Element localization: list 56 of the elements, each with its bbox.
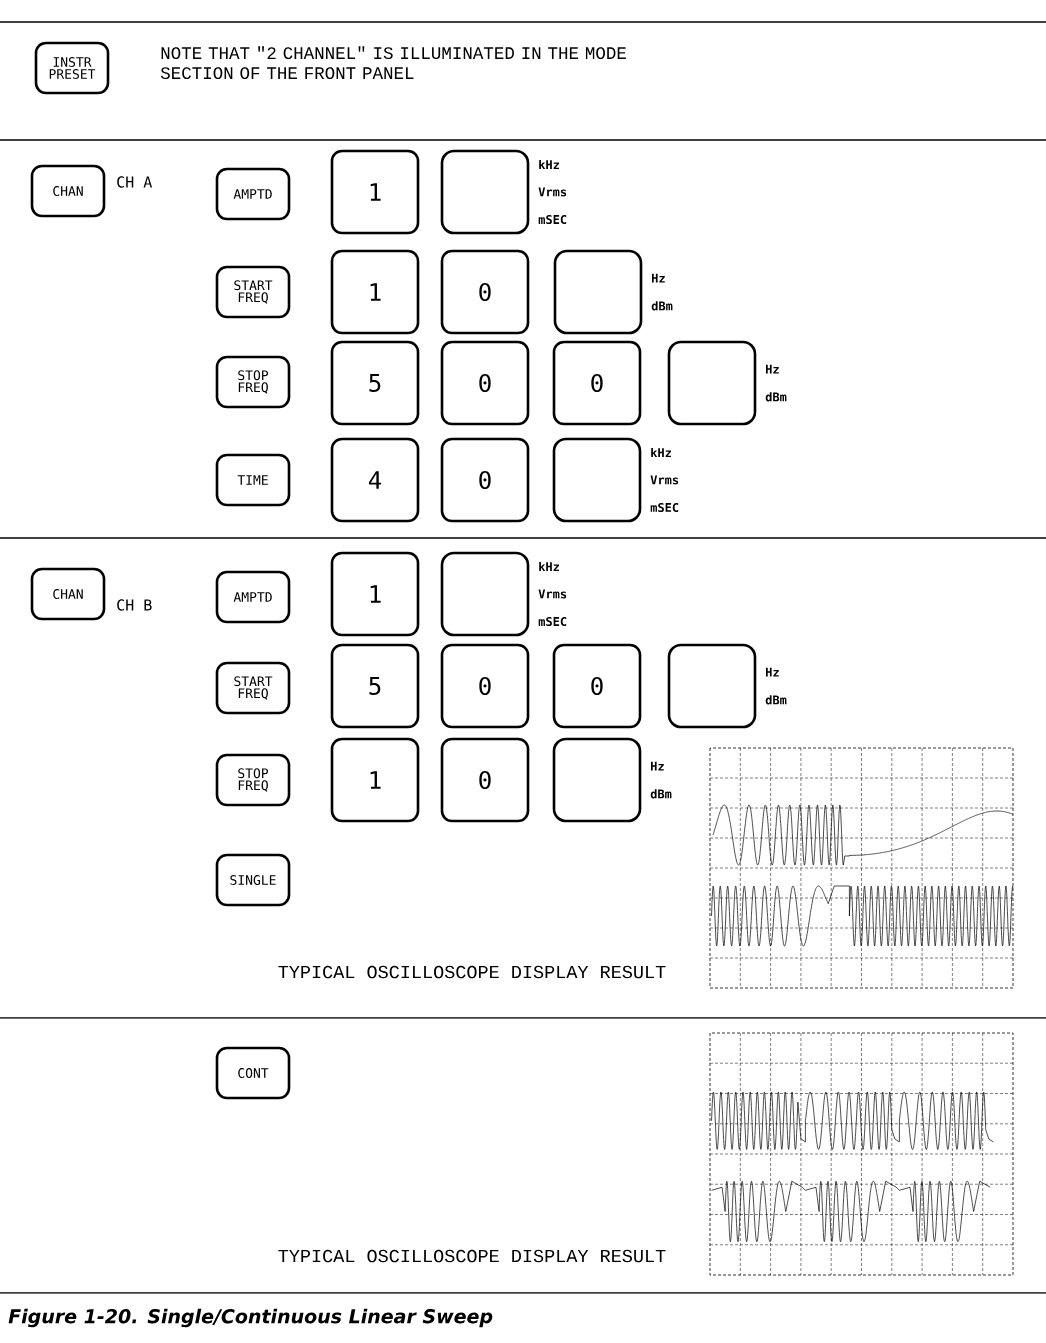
unit-label: Hz — [766, 667, 779, 677]
digit-key: 0 — [440, 737, 530, 823]
function-key: CHAN — [30, 164, 106, 218]
display-caption: TYPICAL OSCILLOSCOPE DISPLAY RESULT — [278, 965, 666, 979]
function-key: INSTR PRESET — [34, 41, 110, 95]
digit-key: 0 — [440, 437, 530, 523]
unit-key — [440, 149, 530, 235]
function-key: AMPTD — [215, 167, 291, 221]
unit-key — [667, 643, 757, 729]
digit-key: 5 — [330, 643, 420, 729]
function-key: TIME — [215, 453, 291, 507]
digit-key: 0 — [552, 340, 642, 426]
function-key: STOP FREQ — [215, 753, 291, 807]
unit-label: mSEC — [650, 502, 679, 513]
unit-key — [667, 340, 757, 426]
unit-key — [553, 249, 643, 335]
unit-label: dBm — [765, 695, 787, 705]
unit-label: dBm — [650, 789, 672, 799]
unit-label: Vrms — [538, 187, 567, 197]
unit-key — [552, 737, 642, 823]
digit-key: 1 — [330, 551, 420, 637]
function-key: START FREQ — [215, 661, 291, 715]
unit-label: mSEC — [538, 214, 567, 225]
digit-key: 5 — [330, 340, 420, 426]
unit-key — [552, 437, 642, 523]
channel-label: CH B — [117, 599, 152, 611]
channel-label: CH A — [117, 176, 153, 188]
unit-label: Vrms — [538, 589, 567, 599]
unit-label: Hz — [651, 761, 664, 771]
unit-label: Hz — [766, 364, 779, 374]
digit-key: 0 — [440, 340, 530, 426]
unit-label: kHz — [539, 561, 559, 572]
digit-key: 0 — [440, 643, 530, 729]
unit-label: mSEC — [538, 616, 567, 627]
function-key: AMPTD — [215, 570, 291, 624]
unit-label: kHz — [651, 447, 671, 458]
unit-key — [440, 551, 530, 637]
function-key: START FREQ — [215, 265, 291, 319]
unit-label: Hz — [652, 273, 665, 283]
function-key: CONT — [215, 1046, 291, 1100]
unit-label: Vrms — [650, 475, 679, 485]
unit-label: kHz — [539, 159, 559, 170]
figure-caption: Figure 1-20. Single/Continuous Linear Sweep — [8, 1308, 493, 1328]
function-key: CHAN — [30, 567, 106, 621]
digit-key: 1 — [330, 249, 420, 335]
display-caption: TYPICAL OSCILLOSCOPE DISPLAY RESULT — [278, 1249, 666, 1263]
digit-key: 4 — [330, 437, 420, 523]
digit-key: 0 — [552, 643, 642, 729]
digit-key: 1 — [330, 149, 420, 235]
unit-label: dBm — [765, 392, 787, 402]
unit-label: dBm — [651, 301, 673, 311]
digit-key: 1 — [330, 737, 420, 823]
instruction-note: NOTE THAT "2 CHANNEL" IS ILLUMINATED IN THE MODE SECTION OF THE FRONT PANEL — [160, 46, 626, 80]
function-key: STOP FREQ — [215, 355, 291, 409]
digit-key: 0 — [440, 249, 530, 335]
function-key: SINGLE — [215, 853, 291, 907]
